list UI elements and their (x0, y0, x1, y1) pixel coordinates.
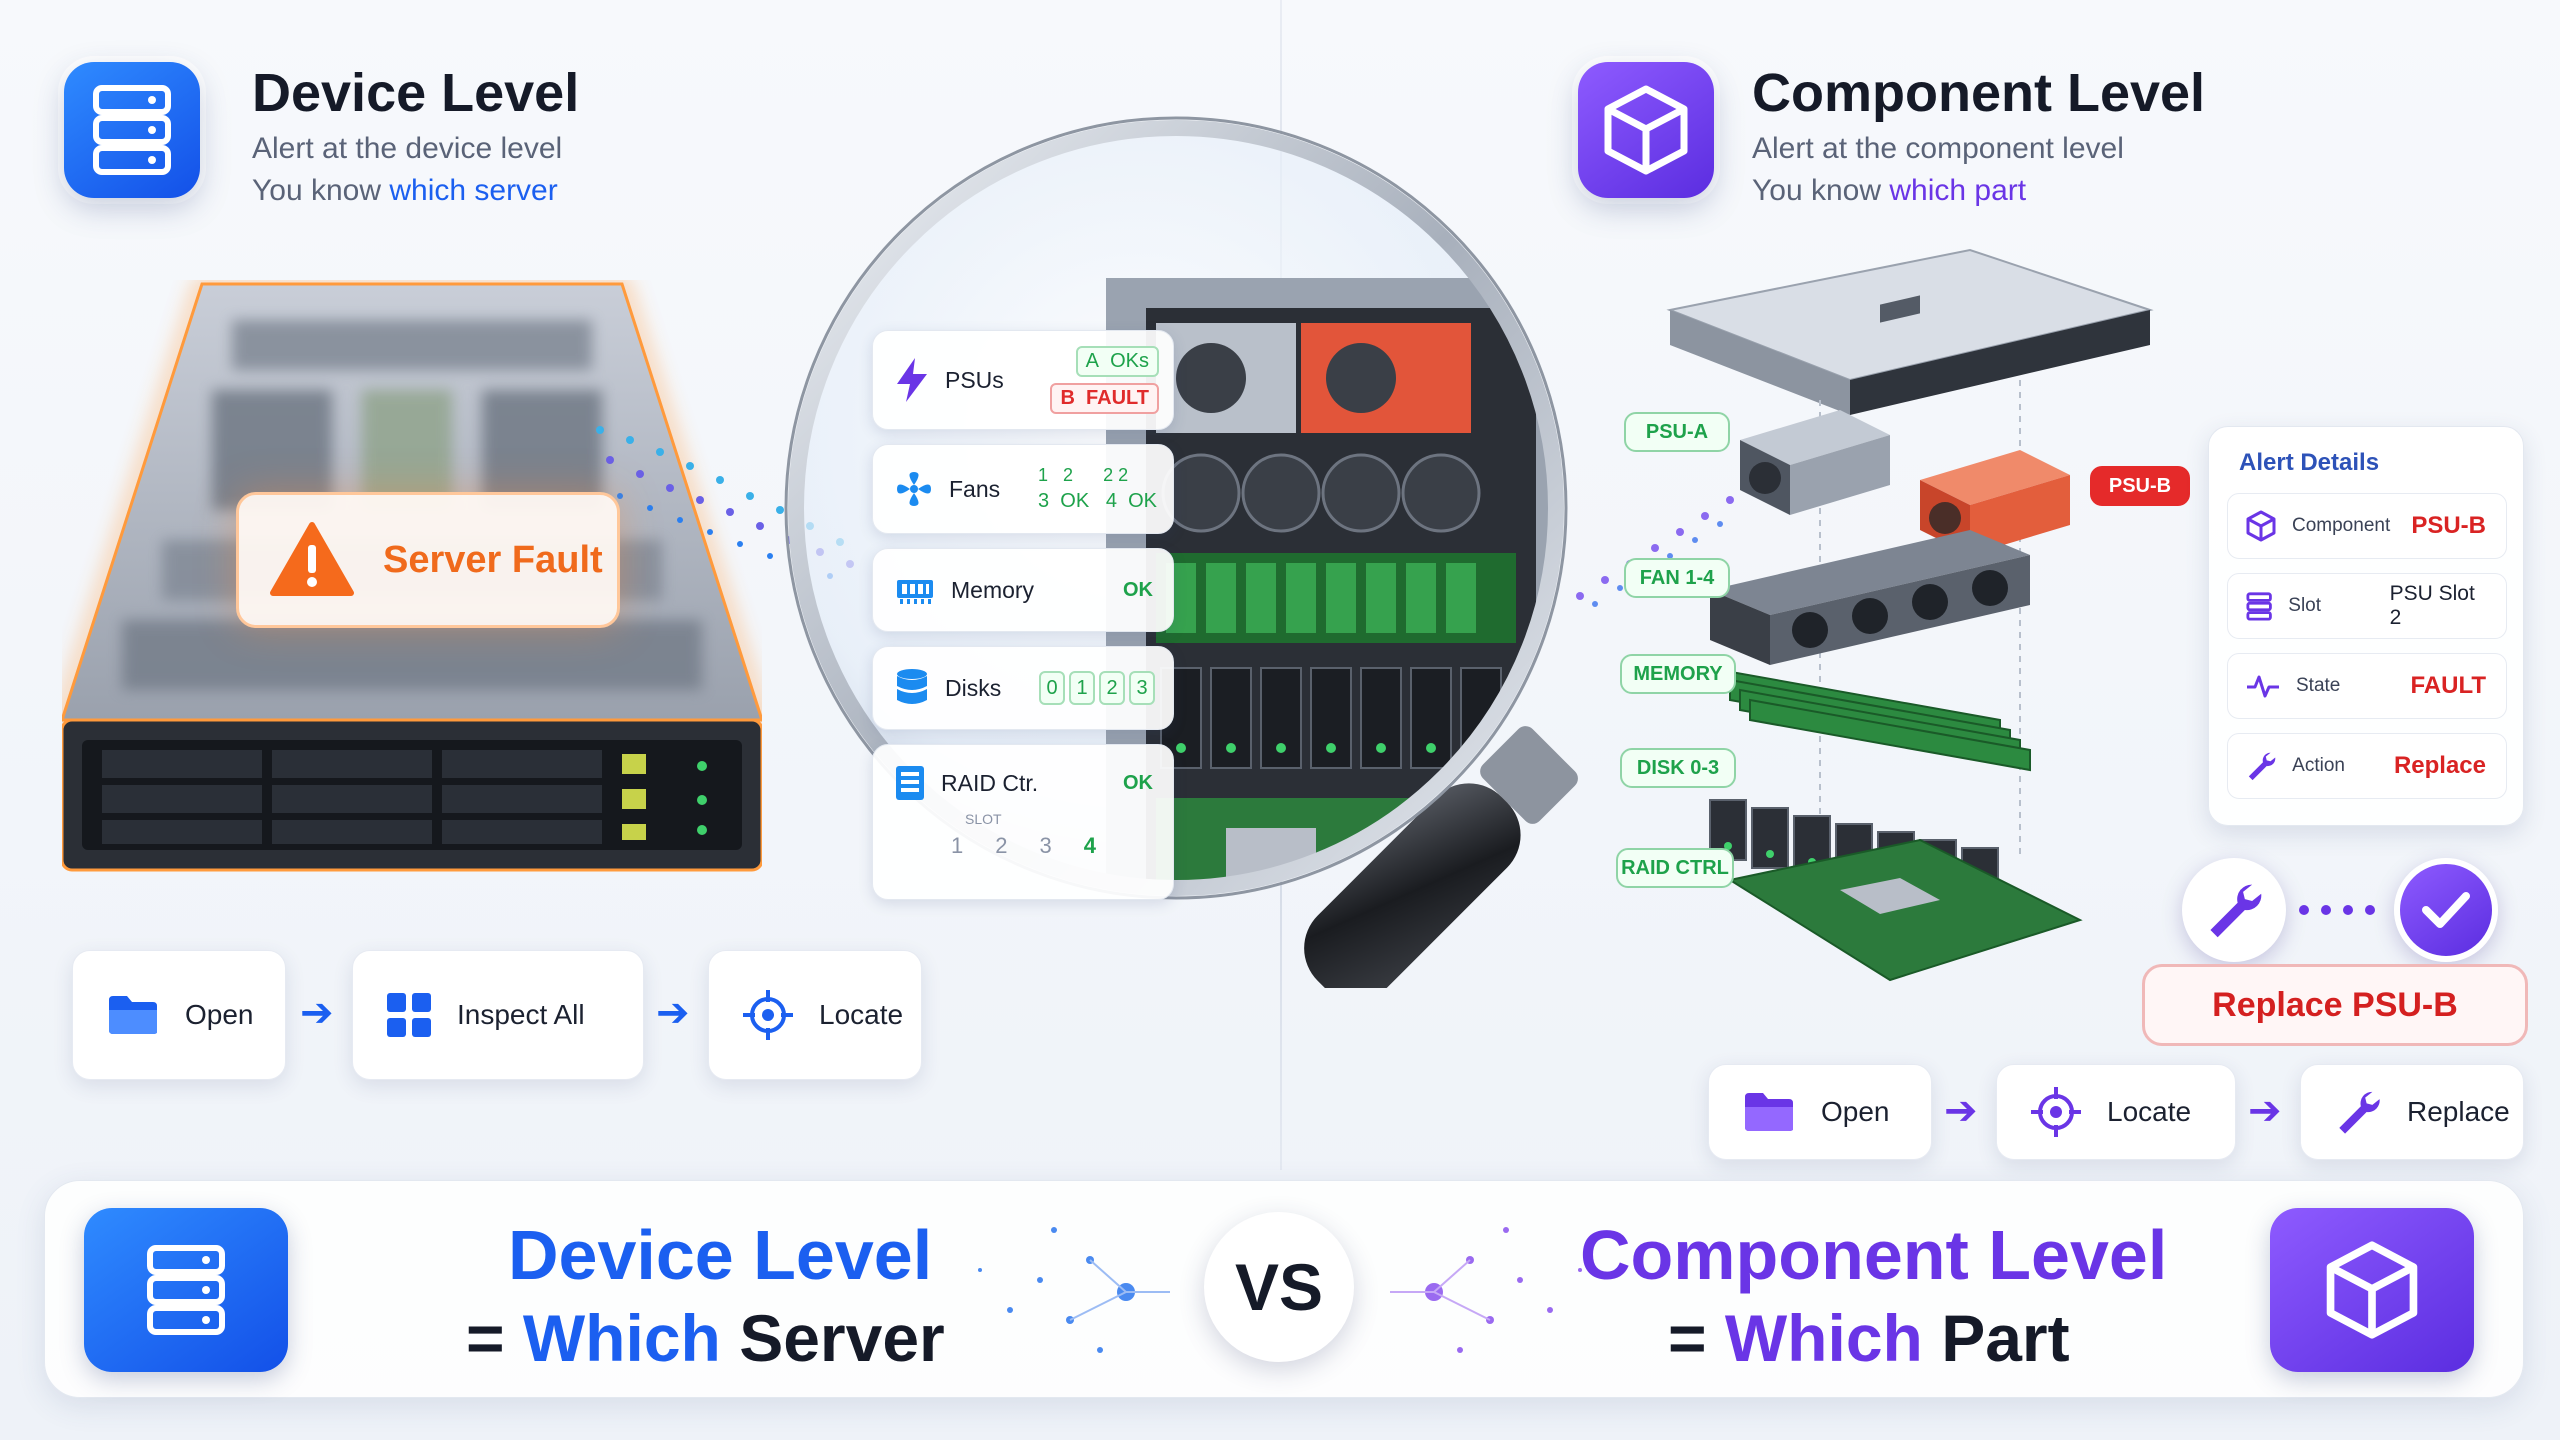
label-psu-a: PSU-A (1624, 412, 1730, 452)
exploded-components-image (1666, 248, 2154, 982)
raid-slot-numbers: 1 2 3 4 (951, 833, 1096, 858)
data-flow-dots-right (1576, 496, 1734, 607)
device-step-open-button[interactable]: Open (72, 950, 286, 1080)
disk-slot-0[interactable]: 0 (1039, 671, 1065, 705)
psu-a-status: A OKs (1075, 346, 1159, 377)
label-fan: FAN 1-4 (1624, 558, 1730, 598)
grid-icon (387, 993, 431, 1037)
component-level-knowledge: You know which part (1752, 174, 2027, 207)
check-confirm-button[interactable] (2394, 858, 2498, 962)
device-step-locate-label: Locate (819, 999, 904, 1030)
psu-b-status: B FAULT (1050, 383, 1159, 414)
banner-which-part: = Which Part (1668, 1301, 2070, 1375)
alert-details-title: Alert Details (2239, 449, 2380, 476)
wrench-icon (2248, 752, 2276, 781)
device-step-open-label: Open (185, 999, 254, 1030)
crosshair-icon (743, 990, 793, 1040)
label-memory: MEMORY (1620, 654, 1736, 694)
network-dots-decoration (978, 1227, 1582, 1353)
raid-slot-label: SLOT (965, 811, 1002, 827)
server-icon (64, 62, 200, 198)
alert-row-state[interactable]: State FAULT (2227, 653, 2507, 719)
folder-icon (1745, 1093, 1793, 1131)
device-level-title: Device Level (252, 63, 580, 123)
server-fault-card[interactable]: Server Fault (236, 492, 620, 628)
component-step-open-label: Open (1821, 1096, 1890, 1127)
wrench-icon (2210, 884, 2262, 938)
label-disk: DISK 0-3 (1620, 748, 1736, 788)
pulse-icon (2247, 675, 2279, 698)
banner-component-level: Component Level (1580, 1216, 2168, 1294)
fan-icon (897, 472, 931, 506)
arrow-right-icon: ➔ (300, 991, 334, 1035)
memory-label: Memory (951, 576, 1035, 603)
component-step-locate-button[interactable]: Locate (1996, 1064, 2236, 1160)
raid-status: OK (1123, 771, 1153, 794)
alert-row-action[interactable]: Action Replace (2227, 733, 2507, 799)
cube-icon (2270, 1208, 2474, 1372)
alert-row-component[interactable]: Component PSU-B (2227, 493, 2507, 559)
raid-status-card[interactable]: RAID Ctr. OK SLOT 1 2 3 4 (872, 744, 1174, 900)
cube-icon (1578, 62, 1714, 198)
lightning-icon (897, 358, 927, 402)
arrow-right-icon: ➔ (2248, 1089, 2282, 1133)
server-fault-label: Server Fault (383, 538, 603, 581)
component-level-title: Component Level (1752, 63, 2206, 123)
memory-status: OK (1123, 578, 1153, 601)
device-step-locate-button[interactable]: Locate (708, 950, 922, 1080)
vs-badge: VS (1204, 1212, 1354, 1362)
banner-device-level: Device Level (508, 1216, 933, 1294)
device-step-inspect-label: Inspect All (457, 999, 585, 1030)
component-step-replace-label: Replace (2407, 1096, 2510, 1127)
disk-slot-3[interactable]: 3 (1129, 671, 1155, 705)
raid-label: RAID Ctr. (941, 769, 1039, 796)
slot-icon (2246, 592, 2272, 621)
disk-stack-icon (897, 669, 927, 704)
memory-status-card[interactable]: Memory OK (872, 548, 1174, 632)
fans-row-2: 3 OK 4 OK (1038, 490, 1157, 512)
fans-row-1: 1 2 2 2 (1038, 465, 1129, 485)
fans-status-card[interactable]: Fans 1 2 2 2 3 OK 4 OK (872, 444, 1174, 534)
server-icon (84, 1208, 288, 1372)
component-step-replace-button[interactable]: Replace (2300, 1064, 2524, 1160)
crosshair-icon (2031, 1087, 2081, 1137)
check-icon (2422, 892, 2470, 928)
device-level-knowledge: You know which server (252, 174, 558, 207)
component-step-locate-label: Locate (2107, 1096, 2192, 1127)
banner-which-server: = Which Server (466, 1301, 945, 1375)
disk-slot-1[interactable]: 1 (1069, 671, 1095, 705)
wrench-action-button[interactable] (2182, 858, 2286, 962)
wrench-icon (2339, 1091, 2380, 1134)
arrow-right-icon: ➔ (656, 991, 690, 1035)
component-level-subtitle: Alert at the component level (1752, 132, 2124, 165)
arrow-right-icon: ➔ (1944, 1089, 1978, 1133)
disk-slot-2[interactable]: 2 (1099, 671, 1125, 705)
label-psu-b[interactable]: PSU-B (2090, 466, 2190, 506)
warning-icon (270, 522, 354, 596)
fans-label: Fans (949, 475, 1001, 502)
replace-psu-b-button[interactable]: Replace PSU-B (2142, 964, 2528, 1046)
device-level-subtitle: Alert at the device level (252, 132, 563, 165)
psu-status-card[interactable]: PSUs A OKs B FAULT (872, 330, 1174, 430)
cube-icon (2246, 510, 2276, 542)
alert-details-panel: Alert Details Component PSU-B Slot PSU S… (2208, 426, 2524, 826)
psu-label: PSUs (945, 366, 1004, 393)
device-step-inspect-button[interactable]: Inspect All (352, 950, 644, 1080)
disks-label: Disks (945, 674, 1002, 701)
connector-dots (2299, 905, 2375, 915)
memory-chip-icon (897, 580, 933, 604)
folder-icon (109, 996, 157, 1034)
label-raid-ctrl: RAID CTRL (1616, 848, 1734, 888)
raid-controller-icon (896, 766, 924, 800)
component-step-open-button[interactable]: Open (1708, 1064, 1932, 1160)
alert-row-slot[interactable]: Slot PSU Slot 2 (2227, 573, 2507, 639)
